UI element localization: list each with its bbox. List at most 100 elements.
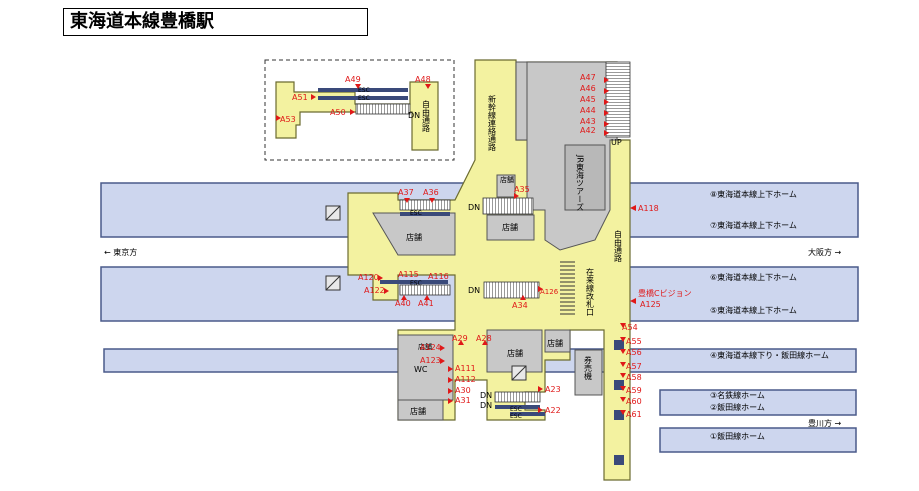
exit-label: A122: [364, 286, 385, 295]
exit-label: A41: [418, 299, 434, 308]
platform-3-2: [659, 389, 857, 416]
shop-block-mid: [486, 214, 535, 241]
exit-label: A115: [398, 270, 419, 279]
stairs-up: [605, 61, 631, 138]
dn-label: DN: [408, 111, 420, 120]
exit-label: A58: [626, 373, 642, 382]
exit-label: A44: [580, 106, 596, 115]
esc-label: ESC: [510, 413, 522, 420]
wc-label: WC: [414, 365, 428, 374]
dn-label: DN: [468, 286, 480, 295]
elevator-icon: [614, 340, 624, 350]
esc-label: ESC: [358, 95, 370, 102]
up-label: UP: [611, 138, 622, 147]
shop-label: 店舗: [418, 342, 432, 351]
exit-label: A34: [512, 301, 528, 310]
dn-label: DN: [468, 203, 480, 212]
exit-label: A60: [626, 397, 642, 406]
exit-markers: [276, 77, 636, 415]
exit-label: A59: [626, 386, 642, 395]
exit-label: A51: [292, 93, 308, 102]
shop-label: 店舗: [410, 406, 426, 416]
exit-label: A55: [626, 337, 642, 346]
shop-label: 店舗: [502, 222, 518, 232]
elevator-icon: [614, 380, 624, 390]
exit-label: A30: [455, 386, 471, 395]
exit-label: A111: [455, 364, 476, 373]
upper-inset-box: [264, 59, 455, 161]
dn-label: DN: [480, 401, 492, 410]
exit-label: A43: [580, 117, 596, 126]
direction-osaka: 大阪方 →: [808, 247, 842, 257]
exit-label: A36: [423, 188, 439, 197]
esc-label: ESC: [358, 87, 370, 94]
exit-label: A116: [428, 272, 449, 281]
shop-label: 店舗: [500, 175, 514, 184]
platform-1: [659, 427, 857, 453]
toyohashi-vision-label: 豊橋Cビジョン: [638, 288, 692, 298]
esc-label: ESC: [410, 210, 422, 217]
exit-label: A125: [640, 300, 661, 309]
shop-label: 店舗: [507, 348, 523, 358]
exit-label: A31: [455, 396, 471, 405]
exit-label: A29: [452, 334, 468, 343]
esc-label: ESC: [410, 280, 422, 287]
exit-label: A123: [420, 356, 441, 365]
exit-label: A28: [476, 334, 492, 343]
exit-label: A35: [514, 185, 530, 194]
gate-lines: [560, 261, 575, 315]
exit-label: A124: [420, 343, 441, 352]
ticket-block: [574, 349, 603, 396]
exit-label: A40: [395, 299, 411, 308]
platform-label: ⑦東海道本線上下ホーム: [710, 220, 797, 230]
jr-tours-office: [564, 144, 606, 211]
shop-block-bottom: [397, 399, 444, 421]
platform-label: ④東海道本線下り・飯田線ホーム: [710, 350, 829, 360]
platform-label: ②飯田線ホーム: [710, 402, 765, 412]
exit-label: A48: [415, 75, 431, 84]
exit-label: A118: [638, 204, 659, 213]
exit-label: A61: [626, 410, 642, 419]
page-title: 東海道本線豊橋駅: [63, 8, 368, 36]
direction-tokyo: ← 東京方: [104, 247, 137, 257]
exit-label: A120: [358, 273, 379, 282]
platform-label: ⑤東海道本線上下ホーム: [710, 305, 797, 315]
exit-label: A46: [580, 84, 596, 93]
exit-label: A57: [626, 362, 642, 371]
elevator-icon: [614, 410, 624, 420]
shop-block-tiny: [496, 174, 516, 198]
exit-label: A112: [455, 375, 476, 384]
dn-label: DN: [480, 391, 492, 400]
exit-label: A50: [330, 108, 346, 117]
exit-label: A23: [545, 385, 561, 394]
platform-label: ①飯田線ホーム: [710, 431, 765, 441]
platform-label: ⑧東海道本線上下ホーム: [710, 189, 797, 199]
exit-label: A47: [580, 73, 596, 82]
shop-block-center: [486, 329, 543, 373]
shop-label: 店舗: [406, 232, 422, 242]
ticket-machines-label: 券売機: [584, 355, 593, 381]
jr-tours-label: JR東海ツアーズ: [576, 154, 585, 211]
free-passage-top-label: 自由通路: [422, 99, 431, 132]
exit-label: A22: [545, 406, 561, 415]
exit-label: A45: [580, 95, 596, 104]
exit-label: A56: [626, 348, 642, 357]
platform-label: ③名鉄線ホーム: [710, 390, 765, 400]
direction-toyokawa: 豊川方 →: [808, 418, 842, 428]
shop-label: 店舗: [547, 338, 563, 348]
zairaisen-gate-label: 在来線改札口: [586, 267, 595, 316]
shop-block-small: [544, 329, 571, 353]
wc-block: [397, 334, 454, 401]
shinkansen-passage-label: 新幹線連絡通路: [488, 94, 497, 151]
exit-label: A53: [280, 115, 296, 124]
exit-label: A126: [540, 288, 559, 296]
exit-label: A54: [622, 323, 638, 332]
platform-label: ⑥東海道本線上下ホーム: [710, 272, 797, 282]
exit-label: A49: [345, 75, 361, 84]
exit-label: A37: [398, 188, 414, 197]
esc-label: ESC: [510, 406, 522, 413]
elevator-icon: [614, 455, 624, 465]
exit-label: A42: [580, 126, 596, 135]
free-passage-label: 自由通路: [614, 229, 623, 262]
